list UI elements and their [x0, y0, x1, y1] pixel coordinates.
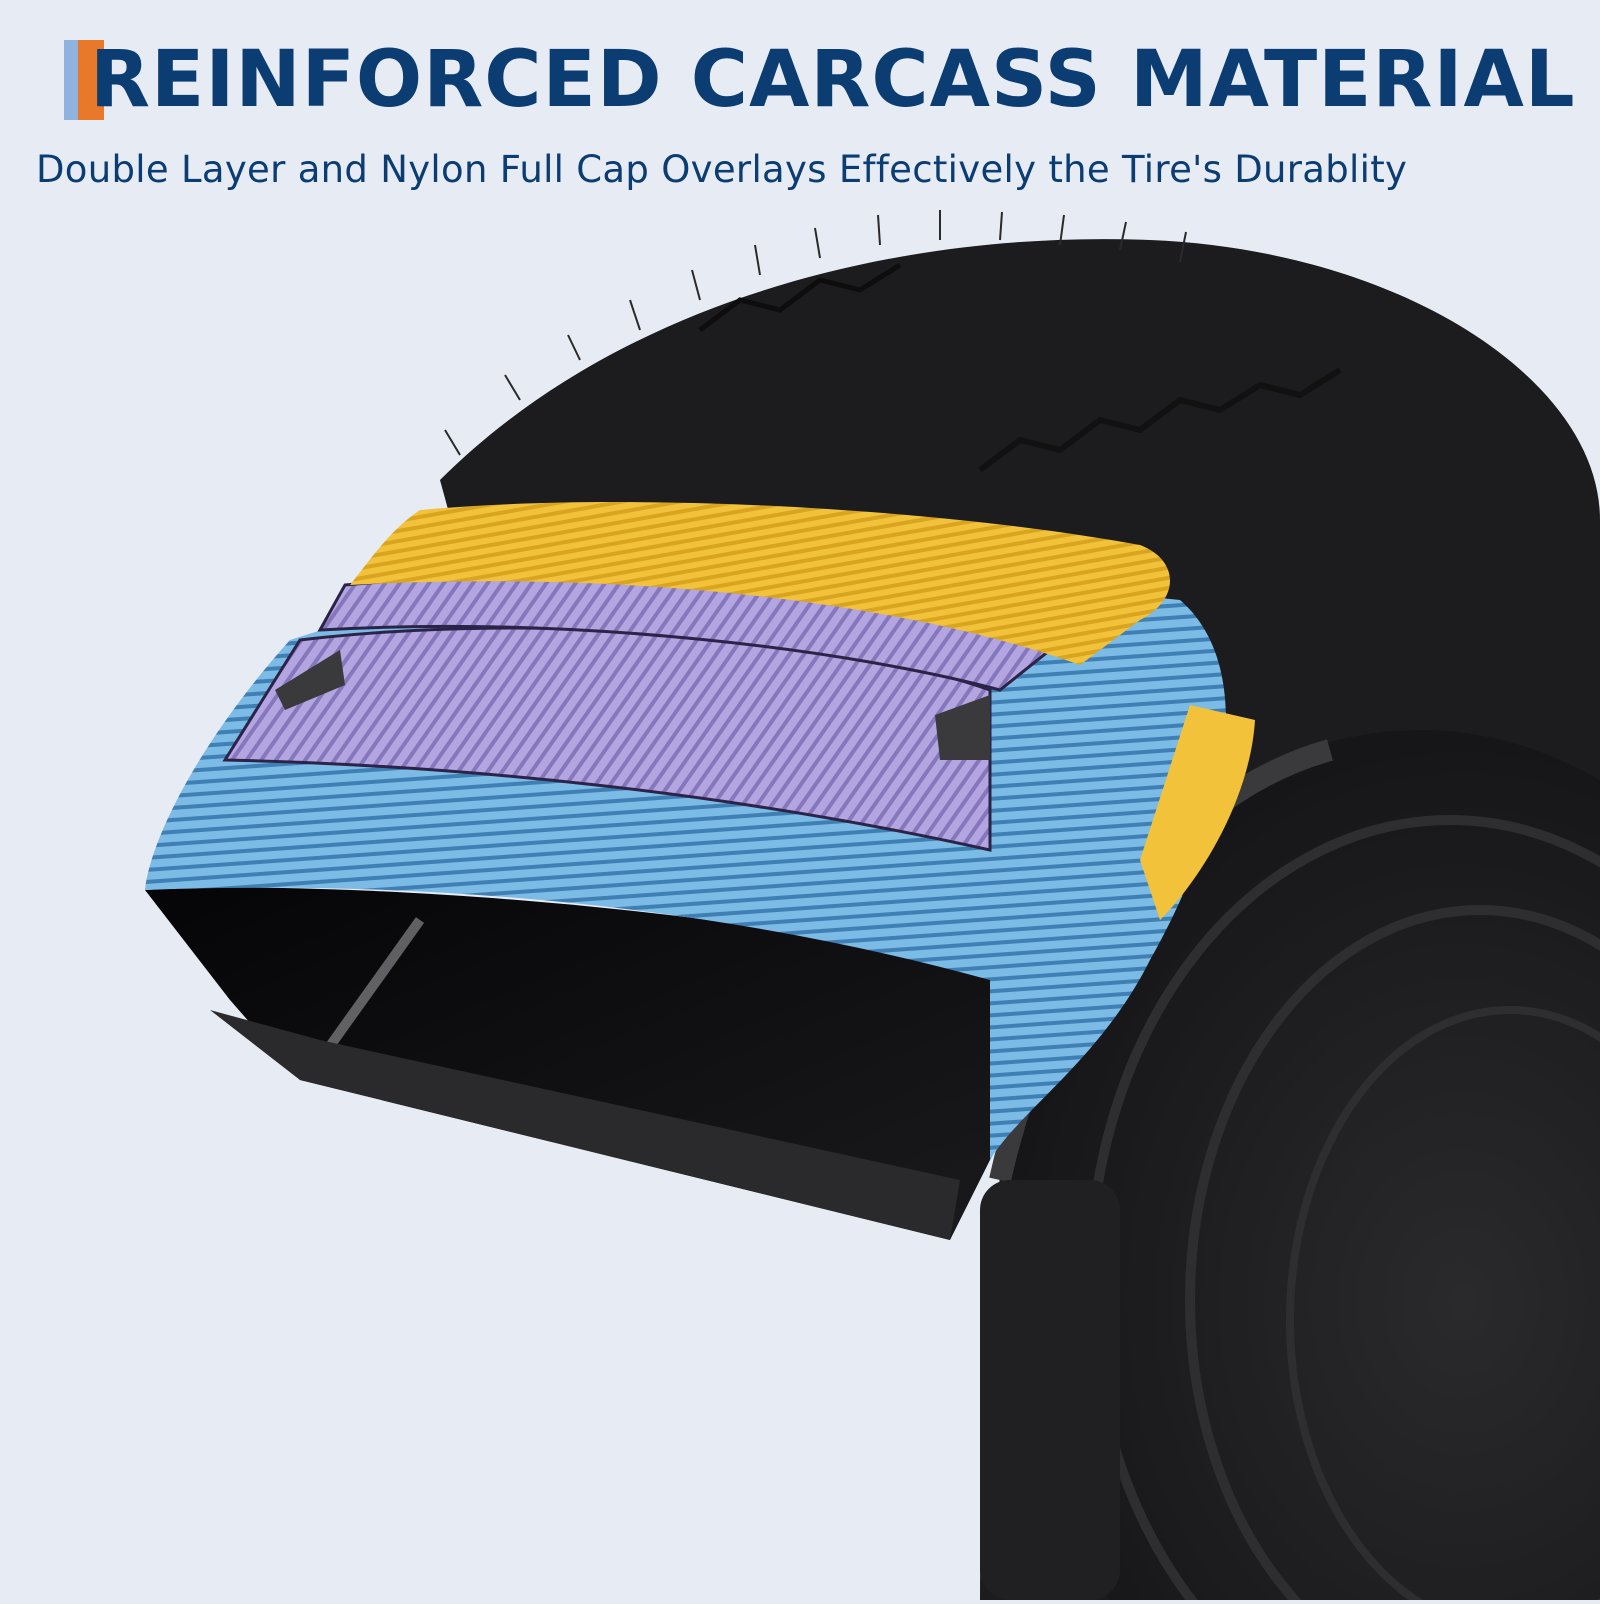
- tire-inner-cavity: [145, 887, 990, 1240]
- title-accent-bar-orange: [78, 40, 104, 120]
- belt-layer-2: [222, 626, 992, 852]
- page-subtitle: Double Layer and Nylon Full Cap Overlays…: [36, 148, 1408, 191]
- nylon-cap-overlay-layer: [350, 502, 1255, 920]
- header: REINFORCED CARCASS MATERIAL Double Layer…: [0, 0, 1600, 210]
- tire-cross-section-illustration: [0, 200, 1600, 1604]
- page-title: REINFORCED CARCASS MATERIAL: [90, 35, 1576, 125]
- title-accent-bar-blue: [64, 40, 78, 120]
